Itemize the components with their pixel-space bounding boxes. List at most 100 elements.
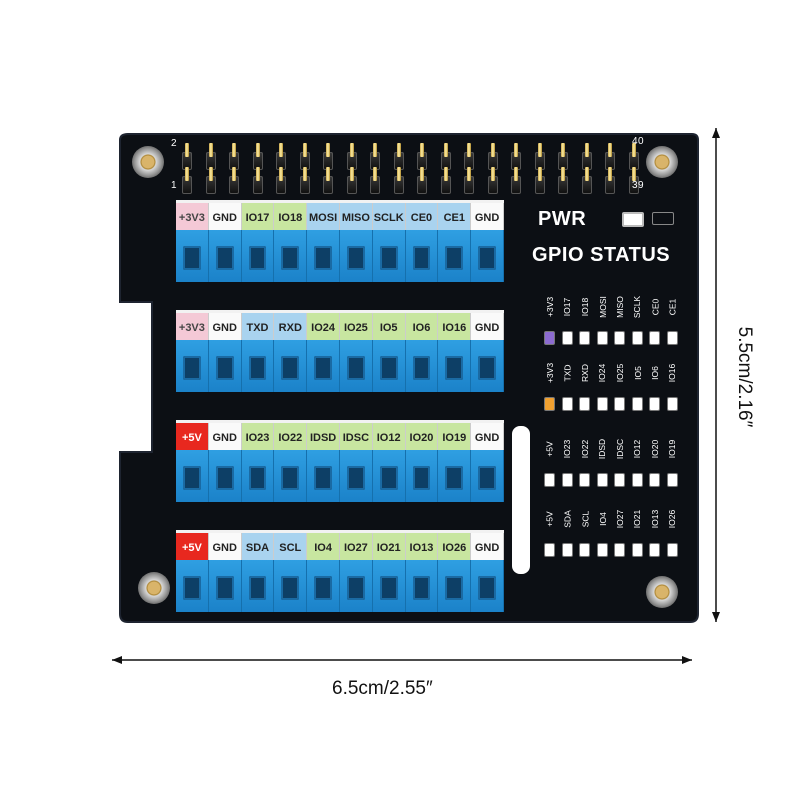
header-pin <box>182 143 192 170</box>
terminal-screw <box>406 340 439 392</box>
pin-label: SDA <box>241 533 275 563</box>
header-pin <box>252 167 263 194</box>
header-pin <box>628 167 639 194</box>
screw-terminal-block <box>176 230 504 282</box>
terminal-screw <box>471 560 504 612</box>
pin-label: IO26 <box>438 533 472 563</box>
header-pin <box>487 167 498 194</box>
status-led <box>580 474 589 486</box>
terminal-opening <box>281 356 300 380</box>
screw-top-right <box>646 146 678 178</box>
pwr-led <box>622 212 644 227</box>
pwr-label: PWR <box>538 208 587 230</box>
header-pin <box>581 143 592 170</box>
status-led <box>667 332 677 344</box>
header-pin <box>299 143 310 170</box>
width-dimension-label: 6.5cm/2.55″ <box>332 678 433 699</box>
terminal-opening <box>215 576 234 600</box>
terminal-opening <box>478 576 496 600</box>
status-led <box>597 474 607 486</box>
terminal-screw <box>242 450 275 502</box>
status-led <box>580 398 589 410</box>
pin-label: GND <box>208 423 242 453</box>
screw-terminal-block <box>176 340 504 392</box>
terminal-screw <box>406 450 439 502</box>
header-pin <box>440 167 451 194</box>
terminal-opening <box>215 356 234 380</box>
terminal-screw <box>406 230 439 282</box>
header-number-top-left: 2 <box>171 138 178 149</box>
status-led <box>667 544 677 556</box>
pin-label: IDSD <box>307 423 340 453</box>
header-pin <box>511 143 521 170</box>
status-led <box>650 474 659 486</box>
terminal-screw <box>209 340 242 392</box>
terminal-opening <box>379 576 398 600</box>
terminal-opening <box>281 576 300 600</box>
terminal-screw <box>373 560 406 612</box>
pin-label: +5V <box>176 533 209 563</box>
status-led <box>632 332 642 344</box>
header-pin <box>205 167 216 194</box>
header-pin <box>229 143 239 170</box>
status-led <box>562 474 572 486</box>
terminal-screw <box>274 450 308 502</box>
status-led <box>615 544 624 556</box>
terminal-opening <box>183 576 201 600</box>
terminal-opening <box>314 356 332 380</box>
pin-label: IO13 <box>405 533 439 563</box>
status-led <box>632 474 642 486</box>
terminal-screw <box>307 560 340 612</box>
terminal-opening <box>445 466 464 490</box>
terminal-opening <box>478 246 496 270</box>
pin-label: TXD <box>241 313 275 343</box>
status-led <box>632 544 642 556</box>
header-pin <box>464 143 474 170</box>
pin-label: IO18 <box>274 203 308 233</box>
terminal-opening <box>346 576 365 600</box>
board-slot <box>512 426 530 574</box>
terminal-screw <box>242 340 275 392</box>
header-pin <box>323 167 333 194</box>
pin-label: SCL <box>274 533 308 563</box>
status-led <box>650 398 659 410</box>
terminal-opening <box>445 576 464 600</box>
header-pin <box>370 167 380 194</box>
pin-label: IO27 <box>339 533 373 563</box>
pwr-led-footprint <box>652 212 674 225</box>
pin-label: IO12 <box>372 423 406 453</box>
terminal-opening <box>248 466 267 490</box>
header-pin <box>370 143 380 170</box>
terminal-opening <box>346 356 365 380</box>
height-dimension-label: 5.5cm/2.16″ <box>734 326 755 428</box>
terminal-screw <box>209 450 242 502</box>
terminal-screw <box>438 560 472 612</box>
pin-label: GND <box>471 203 504 233</box>
terminal-opening <box>412 246 431 270</box>
pin-label: IO17 <box>241 203 275 233</box>
header-pin <box>511 167 521 194</box>
pin-label: +3V3 <box>176 313 209 343</box>
pin-label: IO19 <box>438 423 472 453</box>
pin-label: MISO <box>339 203 373 233</box>
pin-label: IO5 <box>372 313 406 343</box>
terminal-opening <box>314 576 332 600</box>
status-led <box>615 474 624 486</box>
terminal-screw <box>373 230 406 282</box>
header-number-bottom-right: 39 <box>632 180 645 191</box>
terminal-opening <box>379 356 398 380</box>
terminal-screw <box>209 560 242 612</box>
pin-label: GND <box>208 313 242 343</box>
header-pin <box>534 167 545 194</box>
pin-label: IO20 <box>405 423 439 453</box>
status-led <box>597 544 607 556</box>
header-pin <box>229 167 239 194</box>
status-led <box>580 332 589 344</box>
header-pin <box>346 167 357 194</box>
status-led <box>562 544 572 556</box>
terminal-opening <box>412 466 431 490</box>
terminal-opening <box>248 576 267 600</box>
